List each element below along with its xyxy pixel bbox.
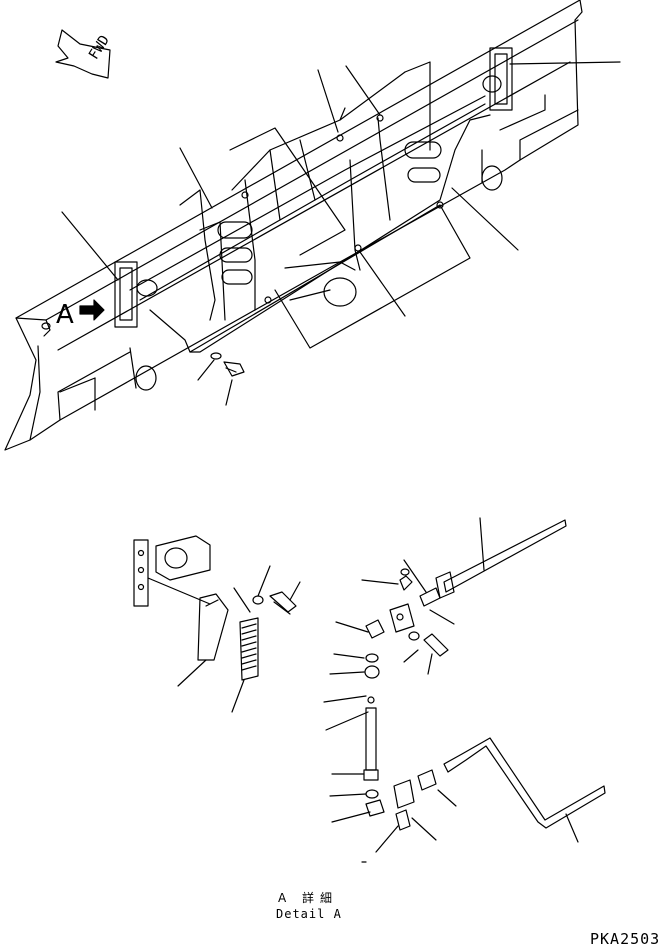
view-a-arrow-icon xyxy=(79,299,105,321)
detail-a-exploded xyxy=(133,517,606,863)
fwd-arrow-icon xyxy=(55,29,111,79)
drawing-code: PKA2503 xyxy=(590,930,661,948)
view-a-label: A xyxy=(56,300,74,330)
blade-assembly xyxy=(4,0,621,451)
detail-title-jp: A 詳細 xyxy=(278,891,339,905)
detail-title-en: Detail A xyxy=(276,907,342,921)
